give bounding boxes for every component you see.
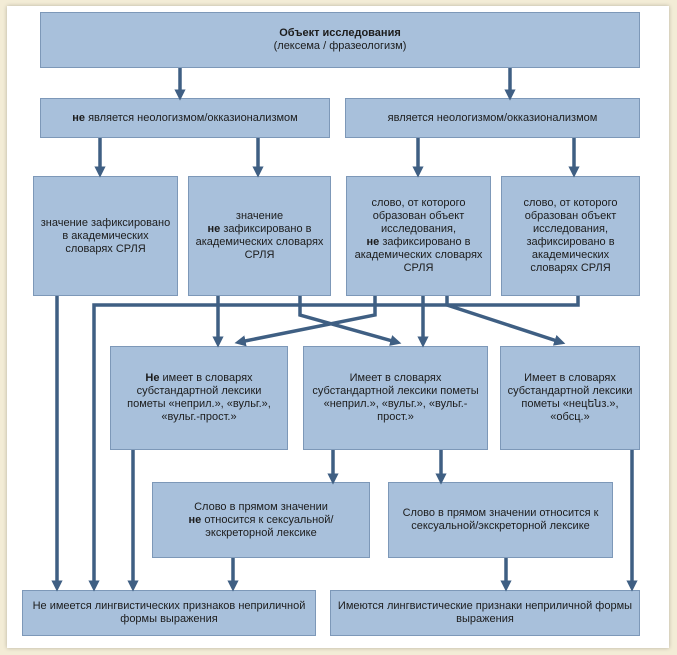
direct-not-sexual-box: Слово в прямом значении не относится к с…	[152, 482, 370, 558]
root-title: Объект исследования	[279, 27, 401, 39]
source-word-not-fixed-pre: слово, от которого образован объект иссл…	[371, 197, 466, 235]
result-negative-label: Не имеется лингвистических признаков неп…	[32, 600, 306, 625]
vulgar-marks-label: Имеет в словарях субстандартной лексики …	[312, 372, 479, 423]
direct-sexual-label: Слово в прямом значении относится к секс…	[402, 507, 599, 532]
source-word-not-fixed-box: слово, от которого образован объект иссл…	[346, 176, 491, 296]
arrow-box3-obscene	[445, 296, 566, 346]
result-negative-box: Не имеется лингвистических признаков неп…	[22, 590, 316, 636]
arrow-box2-vulgar	[298, 296, 402, 346]
direct-not-sexual-label: не относится к сексуальной/экскреторной …	[188, 513, 334, 539]
arrow-box4-result	[88, 296, 580, 592]
source-word-fixed-box: слово, от которого образован объект иссл…	[501, 176, 640, 296]
root-box: Объект исследования (лексема / фразеолог…	[40, 12, 640, 68]
direct-not-sexual-pre: Слово в прямом значении	[194, 500, 328, 513]
vulgar-marks-box: Имеет в словарях субстандартной лексики …	[303, 346, 488, 450]
meaning-not-fixed-box: значение не зафиксировано в академически…	[188, 176, 331, 296]
meaning-fixed-label: значение зафиксировано в академических с…	[40, 216, 171, 255]
meaning-not-fixed-label: не зафиксировано в академических словаря…	[195, 223, 324, 261]
arrow-box3-nomarks	[234, 296, 377, 347]
source-word-not-fixed-label: не зафиксировано в академических словаря…	[354, 236, 483, 274]
no-substandard-marks-box: Не имеет в словарях субстандартной лекси…	[110, 346, 288, 450]
result-positive-box: Имеются лингвистические признаки неприли…	[330, 590, 640, 636]
direct-sexual-box: Слово в прямом значении относится к секс…	[388, 482, 613, 558]
result-positive-label: Имеются лингвистические признаки неприли…	[337, 600, 633, 625]
obscene-marks-box: Имеет в словарях субстандартной лексики …	[500, 346, 640, 450]
is-neologism-box: является неологизмом/окказионализмом	[345, 98, 640, 138]
not-neologism-label: не является неологизмом/окказионализмом	[72, 111, 298, 124]
no-substandard-marks-label: Не имеет в словарях субстандартной лекси…	[127, 372, 271, 423]
is-neologism-label: является неологизмом/окказионализмом	[387, 111, 598, 124]
source-word-fixed-label: слово, от которого образован объект иссл…	[523, 197, 618, 274]
meaning-not-fixed-line1: значение	[235, 210, 284, 222]
root-subtitle: (лексема / фразеологизм)	[273, 40, 407, 52]
obscene-marks-label: Имеет в словарях субстандартной лексики …	[507, 372, 633, 423]
meaning-fixed-box: значение зафиксировано в академических с…	[33, 176, 178, 296]
